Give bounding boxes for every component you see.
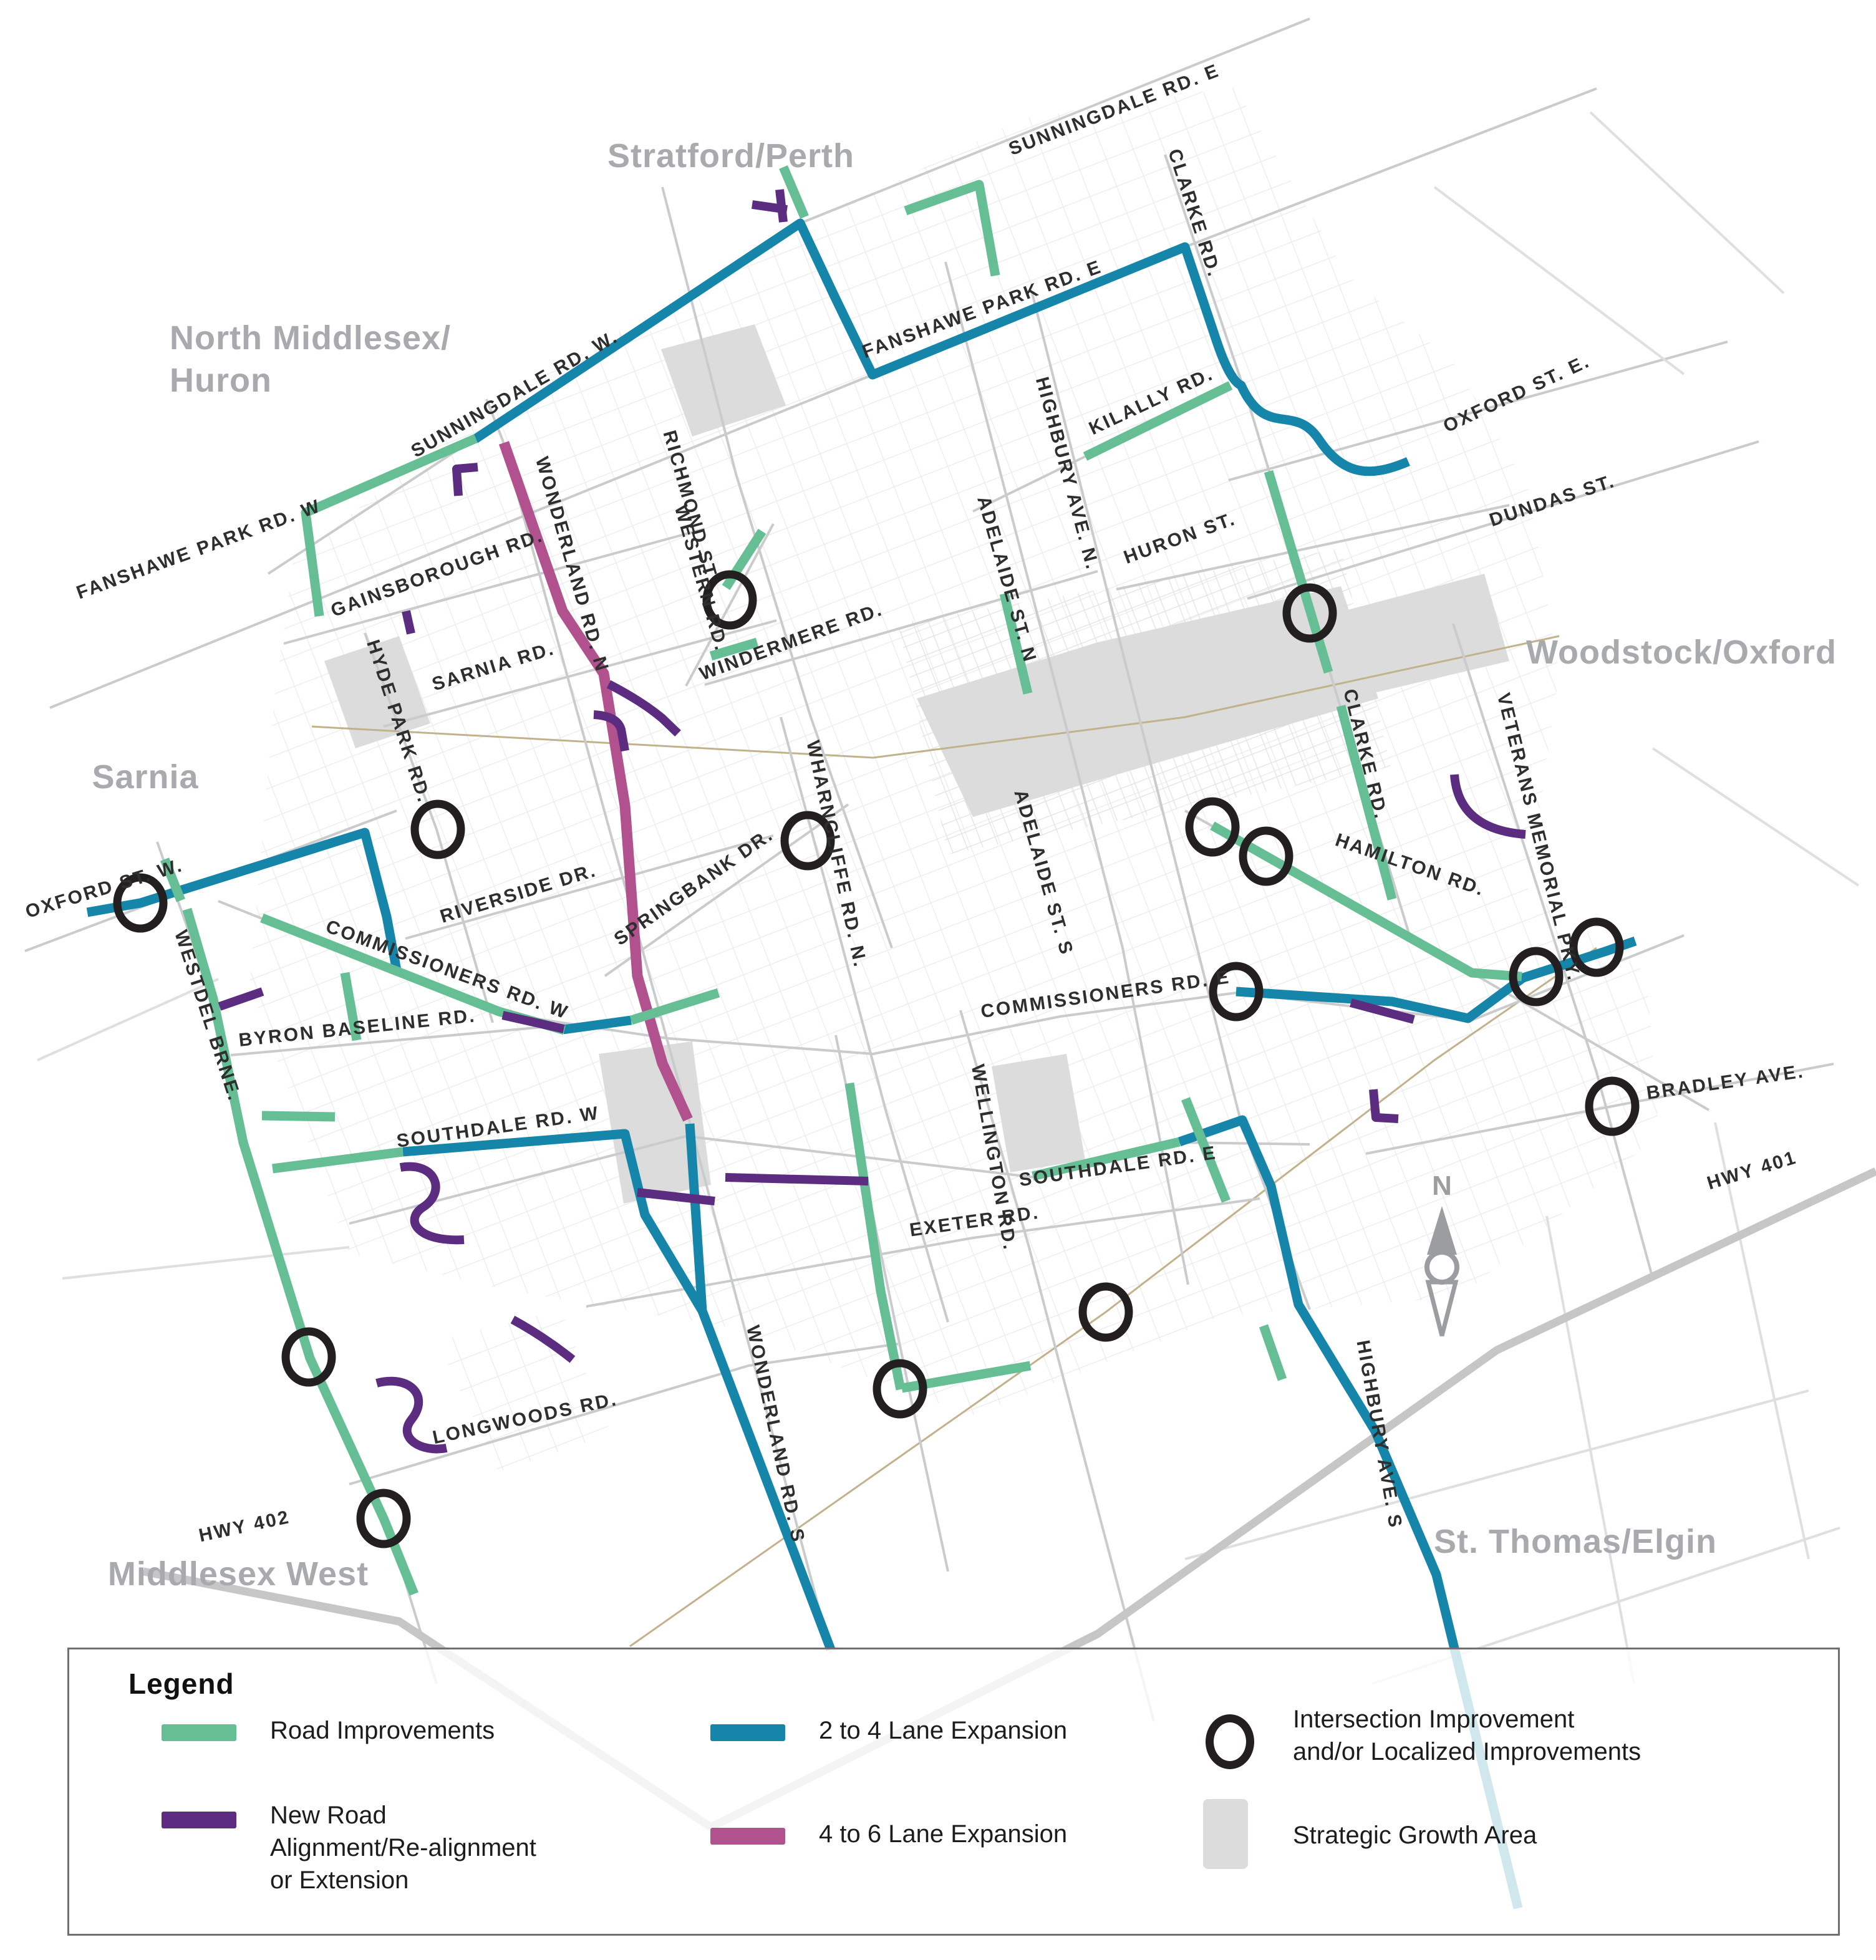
intersection-marker <box>780 811 835 871</box>
road-hyde-park <box>364 632 494 1023</box>
legend-label-intersection-line2: and/or Localized Improvements <box>1293 1738 1642 1765</box>
legend-label-growth: Strategic Growth Area <box>1293 1822 1537 1849</box>
segment-stoney-creek <box>904 180 1000 277</box>
road-springbank <box>604 803 849 977</box>
segment-clarke-s <box>1336 705 1397 900</box>
north-arrow-icon <box>1427 1206 1457 1255</box>
intersection-marker <box>410 799 465 859</box>
road-longwoods <box>349 1343 899 1485</box>
region-label-woodstock-oxford: Woodstock/Oxford <box>1526 634 1837 671</box>
segment-southdale-w <box>402 1129 707 1313</box>
intersection-marker <box>702 570 757 630</box>
legend-label-new-road-line3: or Extension <box>270 1866 409 1894</box>
segment-commissioners-rd-e <box>1235 936 1637 1023</box>
region-label-middlesex-west: Middlesex West <box>108 1555 369 1593</box>
segment-oxford-st-w <box>86 828 402 972</box>
road-kilally-w <box>972 455 1086 513</box>
legend-swatch-2-4-lane <box>710 1724 785 1741</box>
legend-label-intersection-line1: Intersection Improvement <box>1293 1706 1575 1733</box>
legend-growth-icon <box>1203 1799 1248 1869</box>
road-oxford-e <box>1228 340 1728 481</box>
intersection-marker <box>1239 826 1293 886</box>
intersection-marker <box>1078 1282 1133 1342</box>
legend-swatch-new-road <box>162 1812 236 1828</box>
street-network <box>24 17 1876 1831</box>
intersection-marker <box>1509 947 1564 1007</box>
intersection-marker <box>873 1359 927 1419</box>
lines-2-to-4-lane-expansion <box>86 218 1637 1909</box>
north-arrow: N <box>1424 1171 1459 1336</box>
road-exeter <box>586 1197 1260 1308</box>
segment-adelaide-n <box>999 592 1033 695</box>
legend-intersection-icon <box>1206 1714 1254 1769</box>
legend: Legend Road Improvements New Road Alignm… <box>67 1648 1840 1936</box>
legend-swatch-road-improvements <box>162 1724 236 1741</box>
lines-4-to-6-lane-expansion <box>498 441 693 1122</box>
region-label-stratford-perth: Stratford/Perth <box>607 137 854 175</box>
region-label-huron: Huron <box>170 362 272 399</box>
segment-wonderland-rd-n <box>498 441 693 1122</box>
road-wharncliffe <box>780 717 949 1323</box>
region-label-st-thomas-elgin: St. Thomas/Elgin <box>1434 1523 1717 1560</box>
segment-kilally <box>1083 381 1233 461</box>
legend-label-4-6-lane: 4 to 6 Lane Expansion <box>819 1820 1068 1848</box>
region-label-sarnia: Sarnia <box>92 758 198 796</box>
road-label: HWY 401 <box>1704 1147 1799 1194</box>
road-riverside <box>405 834 774 940</box>
growth-area-masonville <box>661 324 786 437</box>
road-label: FANSHAWE PARK RD. W <box>74 496 324 604</box>
segment-sunningdale-fanshawe-clarke <box>472 218 1410 476</box>
segment-westdel-col-talbot <box>160 857 418 1596</box>
legend-label-new-road: New Road Alignment/Re-alignment or Exten… <box>270 1799 536 1896</box>
road-label: WESTDEL BRNE. <box>170 928 245 1104</box>
segment-southdale-w-green <box>272 1147 404 1174</box>
road-label: HIGHBURY AVE. S <box>1352 1338 1406 1530</box>
intersection-markers <box>113 570 1640 1548</box>
road-label: BRADLEY AVE. <box>1645 1061 1806 1103</box>
segment-windermere <box>709 637 759 661</box>
legend-label-intersection: Intersection Improvement and/or Localize… <box>1293 1703 1641 1768</box>
segment-wonderland-rd-s <box>685 1123 836 1651</box>
legend-swatch-4-6-lane <box>710 1828 785 1845</box>
intersection-marker <box>1209 962 1264 1021</box>
segment-southdale-e-highbury-s <box>1177 1115 1523 1909</box>
growth-area-downtown <box>917 586 1378 817</box>
road-adelaide <box>944 261 1189 1285</box>
road-dundas <box>1247 440 1759 600</box>
segment-byron <box>562 1015 632 1035</box>
road-huron <box>1116 504 1510 591</box>
road-gainsborough <box>283 528 705 645</box>
growth-area-wonderland-southdale <box>599 1041 711 1204</box>
growth-area-white-oaks <box>992 1054 1085 1172</box>
intersection-marker <box>356 1489 411 1548</box>
legend-label-new-road-line2: Alignment/Re-alignment <box>270 1834 536 1861</box>
road-label: HWY 402 <box>197 1507 292 1546</box>
lines-new-road-alignment <box>218 189 1526 1454</box>
legend-heading: Legend <box>128 1668 234 1700</box>
legend-label-road-improvements: Road Improvements <box>270 1717 495 1744</box>
intersection-marker <box>1282 583 1337 643</box>
segment-hamilton <box>1210 821 1522 982</box>
road-bradley <box>1365 1063 1834 1155</box>
intersection-marker <box>1585 1076 1640 1136</box>
segment-richmond-stub <box>779 165 809 219</box>
region-labels: Stratford/Perth North Middlesex/ Huron W… <box>92 137 1837 1593</box>
legend-label-new-road-line1: New Road <box>270 1802 387 1829</box>
intersection-marker <box>113 873 168 933</box>
north-arrow-label: N <box>1432 1171 1452 1201</box>
segment-southdale-e-green <box>1032 1097 1287 1381</box>
road-western <box>685 523 775 687</box>
road-wonderland <box>485 398 832 1653</box>
intersection-marker <box>281 1327 336 1387</box>
road-veterans-memorial <box>1452 623 1654 1279</box>
road-richmond <box>661 186 893 949</box>
lines-road-improvements <box>160 165 1522 1596</box>
legend-label-2-4-lane: 2 to 4 Lane Expansion <box>819 1717 1068 1744</box>
intersection-marker <box>1185 797 1240 857</box>
region-label-north-middlesex: North Middlesex/ <box>170 319 451 357</box>
intersection-marker <box>1569 917 1624 977</box>
segment-sunningdale-w <box>301 434 478 617</box>
